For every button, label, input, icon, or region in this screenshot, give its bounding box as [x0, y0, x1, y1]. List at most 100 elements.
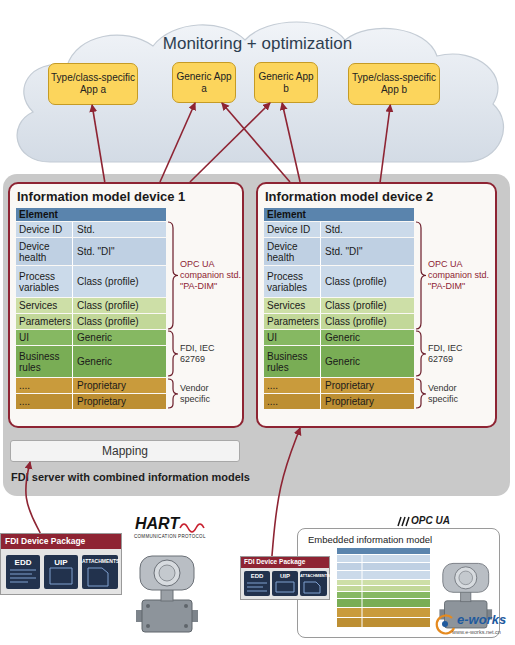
model-row: ....Proprietary: [16, 378, 166, 393]
node-text: Monitoring + optimization: [5, 34, 510, 54]
node-text: ....: [16, 378, 72, 393]
protocol-logo: HART: [135, 515, 179, 533]
node-text: FDI server with combined information mod…: [11, 471, 250, 483]
edd-tile: EDD: [6, 555, 40, 589]
node-value: Std. "DI": [320, 238, 414, 265]
node-text: Parameters: [16, 314, 72, 329]
node-value: Class (profile): [72, 266, 166, 297]
opc-logo-mark: [398, 517, 409, 526]
app-box: Type/class-specific App a: [48, 63, 138, 105]
node-value: Proprietary: [72, 378, 166, 393]
model-row: ....Proprietary: [16, 394, 166, 409]
edd-tile: EDD: [244, 571, 270, 596]
mapping-box: Mapping: [10, 440, 240, 462]
node-text: Embedded information model: [308, 534, 432, 545]
node-text: Process variables: [264, 266, 320, 297]
node-text: FDI Device Package: [241, 557, 329, 568]
standard-note: Vendor specific: [428, 383, 478, 405]
node-value: Class (profile): [72, 314, 166, 329]
node-text: EDD: [244, 571, 270, 579]
node-value: Class (profile): [320, 298, 414, 313]
model-row: Device IDStd.: [16, 222, 166, 237]
model-row: Device IDStd.: [264, 222, 414, 237]
package-box: FDI Device PackageEDDUIPATTACHMENTS: [240, 556, 330, 600]
attachments-tile: ATTACHMENTS: [82, 555, 118, 589]
app-box: Generic App a: [172, 62, 236, 103]
package-box: FDI Device PackageEDD UIP ATTACHMENTS: [0, 533, 122, 595]
model-row: ....Proprietary: [264, 378, 414, 393]
protocol-logo-subtitle: COMMUNICATION PROTOCOL: [134, 534, 206, 539]
node-value: Proprietary: [72, 394, 166, 409]
node-text: Generic App b: [256, 71, 316, 95]
node-value: Std. "DI": [72, 238, 166, 265]
node-value: Proprietary: [320, 394, 414, 409]
model-box: Information model device 1ElementDevice …: [8, 182, 244, 428]
node-text: ....: [16, 394, 72, 409]
node-text: Information model device 2: [265, 189, 433, 204]
node-text: FDI Device Package: [1, 534, 121, 549]
node-text: EDD: [6, 555, 40, 567]
node-value: Class (profile): [320, 314, 414, 329]
attachments-tile: ATTACHMENTS: [300, 571, 327, 596]
hart-wave: [180, 524, 204, 532]
node-text: Type/class-specific App b: [350, 72, 438, 96]
node-value: Generic: [320, 346, 414, 377]
app-box: Type/class-specific App b: [348, 63, 440, 105]
standard-note: Vendor specific: [180, 383, 230, 405]
model-row: UIGeneric: [16, 330, 166, 345]
node-text: UI: [264, 330, 320, 345]
model-row: ServicesClass (profile): [264, 298, 414, 313]
standard-note: OPC UA companion std. "PA-DIM": [180, 259, 242, 292]
app-box: Generic App b: [254, 62, 318, 103]
node-text: Element: [16, 208, 58, 221]
node-text: Business rules: [16, 346, 72, 377]
node-text: ATTACHMENTS: [82, 555, 118, 564]
node-value: Proprietary: [320, 378, 414, 393]
model-box: Information model device 2 ElementDevice …: [256, 182, 497, 428]
node-text: ....: [264, 378, 320, 393]
node-text: UIP: [272, 571, 298, 579]
cloud-shape: Monitoring + optimizationType/class-spec…: [5, 12, 510, 170]
model-row: ParametersClass (profile): [264, 314, 414, 329]
node-text: Generic App a: [174, 71, 234, 95]
node-text: Mapping: [102, 444, 148, 458]
standard-note: OPC UA companion std. "PA-DIM": [428, 259, 490, 292]
node-value: Class (profile): [320, 266, 414, 297]
node-text: ....: [264, 394, 320, 409]
node-value: Class (profile): [72, 298, 166, 313]
uip-tile: UIP: [272, 571, 298, 596]
node-value: Generic: [72, 330, 166, 345]
model-row: Process variablesClass (profile): [264, 266, 414, 297]
node-text: Process variables: [16, 266, 72, 297]
node-value: Generic: [72, 346, 166, 377]
model-row: Business rulesGeneric: [264, 346, 414, 377]
node-value: Std.: [320, 222, 414, 237]
node-text: UI: [16, 330, 72, 345]
standard-note: FDI, IEC 62769: [180, 343, 230, 365]
model-row: Process variablesClass (profile): [16, 266, 166, 297]
model-row: ServicesClass (profile): [16, 298, 166, 313]
node-text: Business rules: [264, 346, 320, 377]
node-text: Parameters: [264, 314, 320, 329]
model-row: Element: [264, 208, 414, 221]
transmitter-illustration: [136, 556, 198, 632]
model-row: ....Proprietary: [264, 394, 414, 409]
node-text: Type/class-specific App a: [50, 72, 136, 96]
node-text: Services: [16, 298, 72, 313]
node-text: UIP: [44, 555, 78, 567]
node-text: Element: [264, 208, 306, 221]
node-text: Services: [264, 298, 320, 313]
protocol-logo: OPC UA: [411, 515, 450, 526]
uip-tile: UIP: [44, 555, 78, 589]
model-row: Business rulesGeneric: [16, 346, 166, 377]
watermark: e-works: [457, 612, 506, 627]
standard-note: FDI, IEC 62769: [428, 343, 478, 365]
watermark: www.e-works.net.cn: [452, 629, 501, 635]
node-text: Device health: [16, 238, 72, 265]
server-panel: FDI server with combined information mod…: [3, 174, 510, 496]
model-row: Element: [16, 208, 166, 221]
node-text: Information model device 1: [17, 189, 185, 204]
node-text: ATTACHMENTS: [300, 571, 327, 578]
node-text: Device ID: [264, 222, 320, 237]
